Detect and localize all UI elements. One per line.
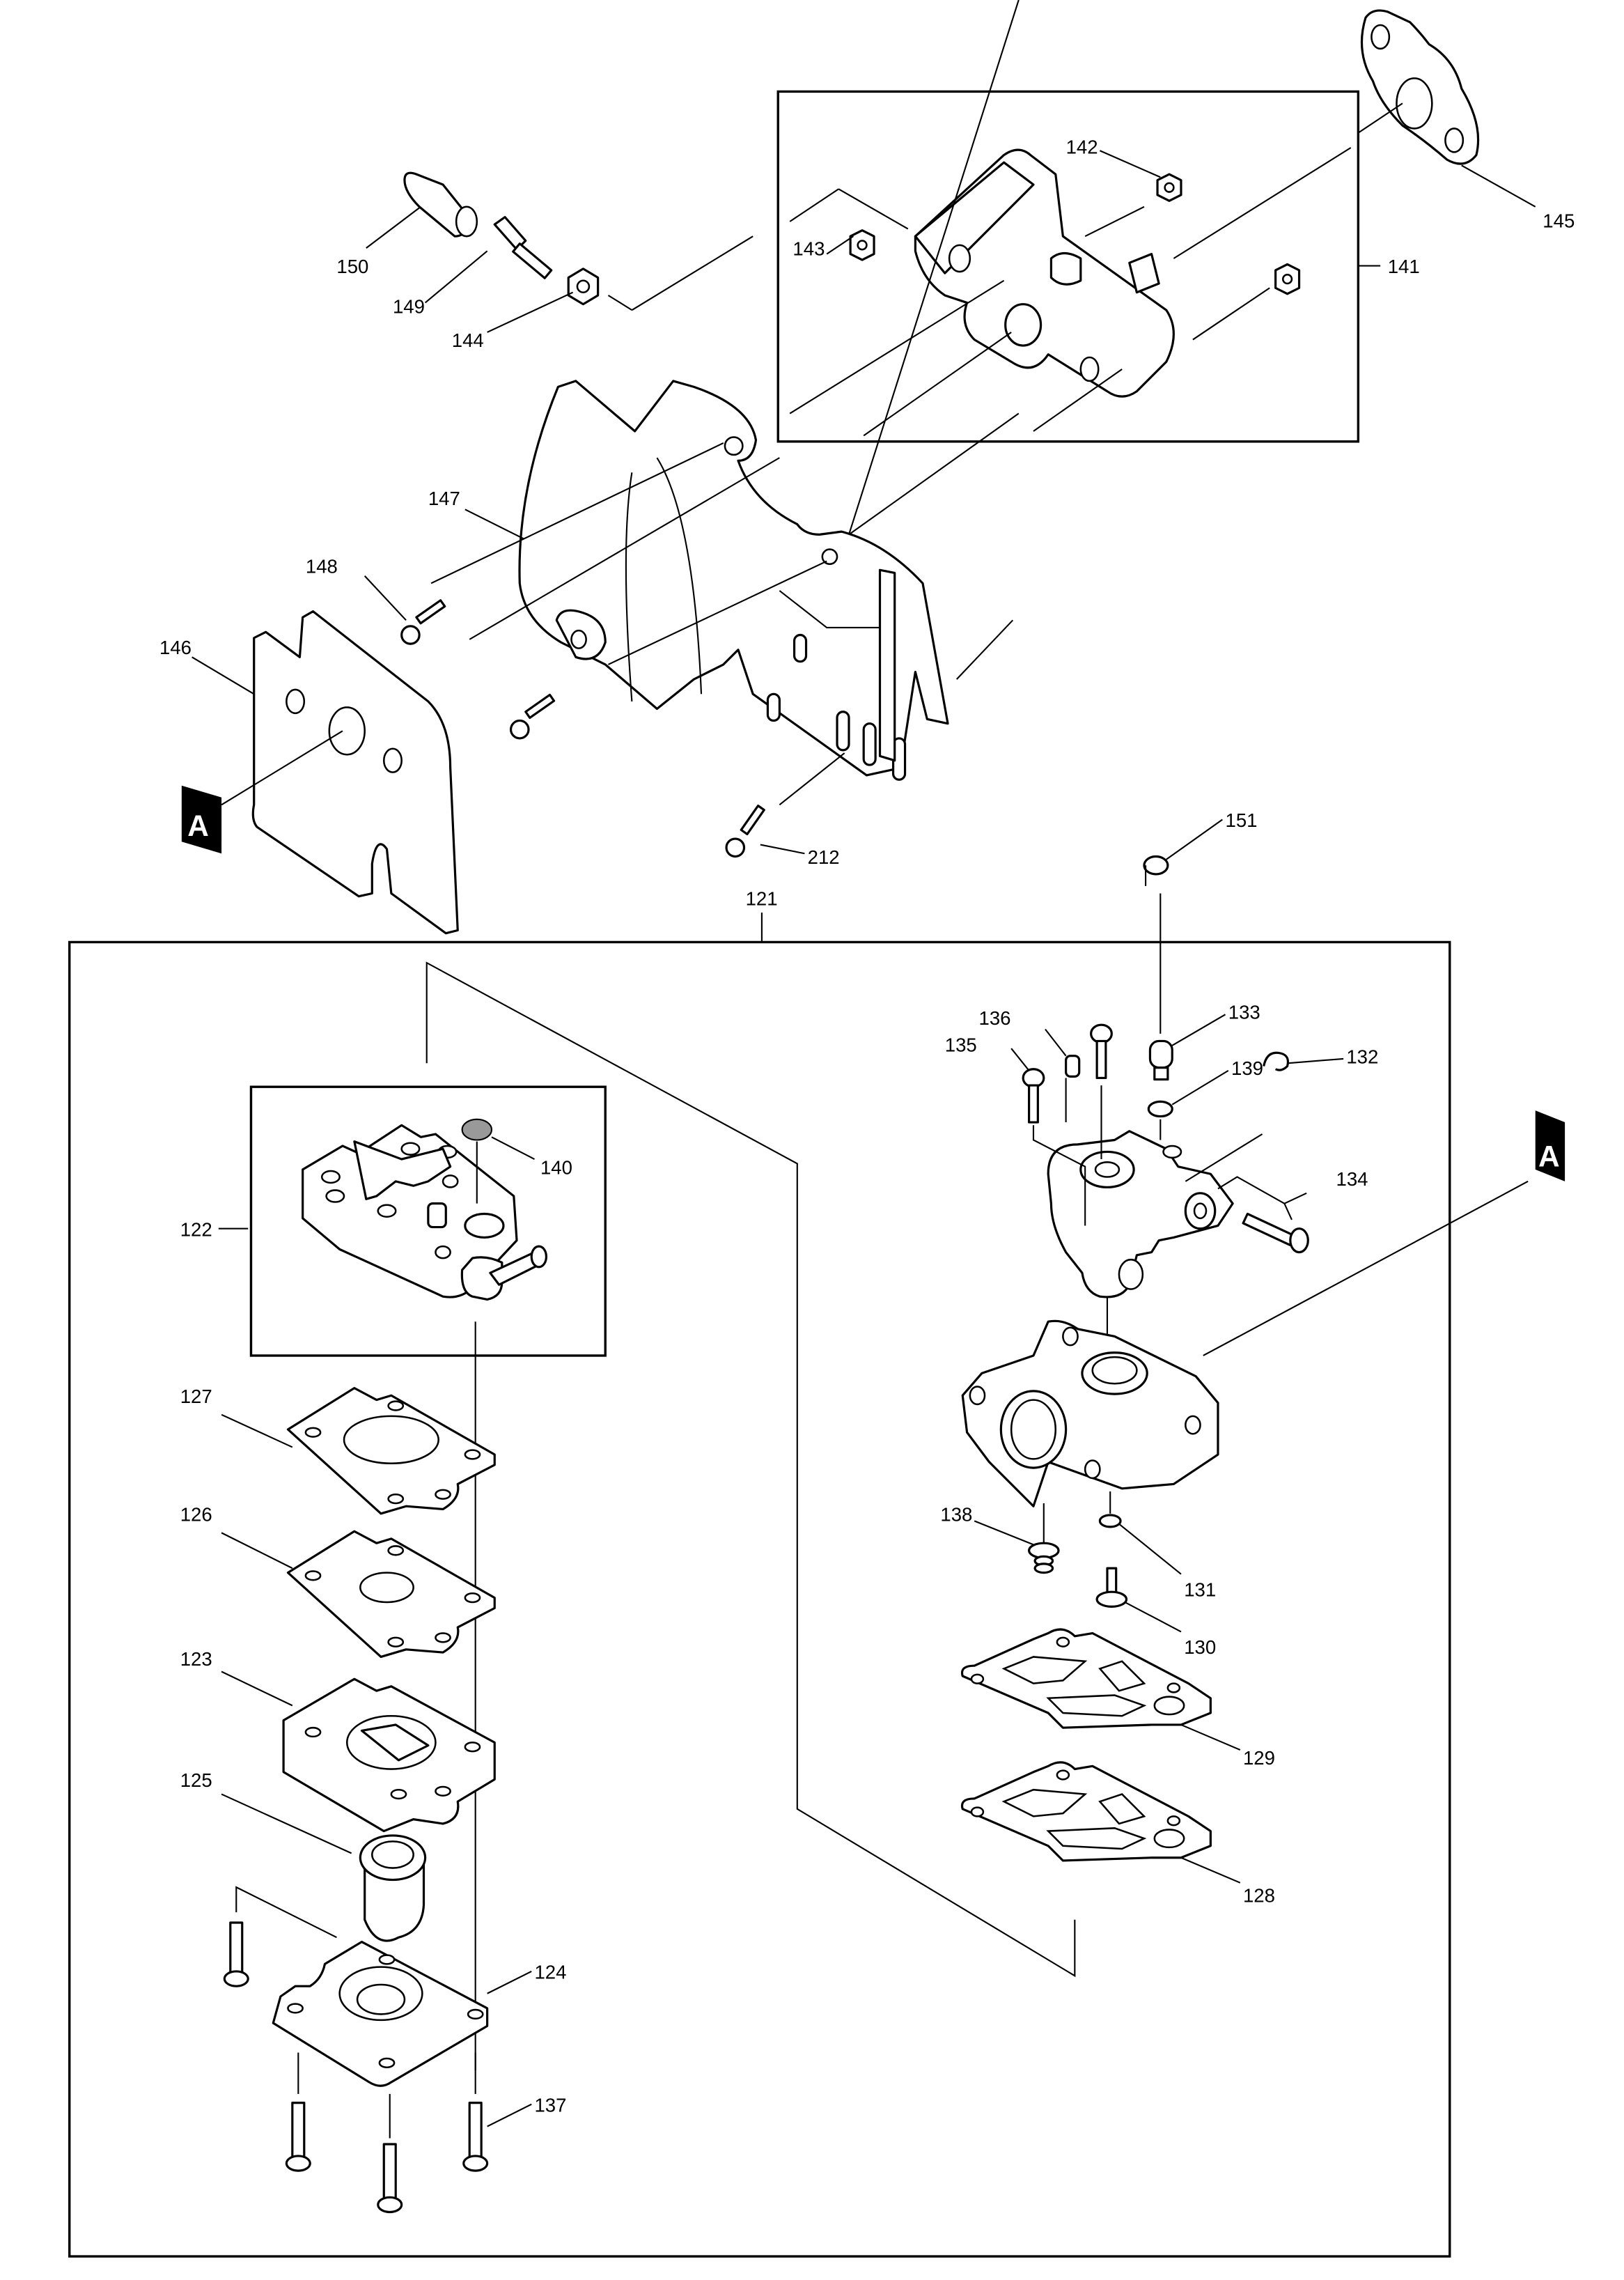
reference-marker-a-right: A <box>1535 1110 1566 1181</box>
label-146[interactable]: 146 <box>159 637 192 658</box>
svg-text:A: A <box>187 809 209 842</box>
gasket-145 <box>1360 9 1480 165</box>
nut-143 <box>849 229 875 261</box>
label-142[interactable]: 142 <box>1066 136 1098 157</box>
label-125[interactable]: 125 <box>180 1769 212 1791</box>
label-134[interactable]: 134 <box>1336 1168 1368 1190</box>
label-129[interactable]: 129 <box>1243 1747 1275 1769</box>
label-122[interactable]: 122 <box>180 1218 212 1240</box>
screw-148 <box>400 599 446 645</box>
assembly-box-122 <box>249 1085 607 1357</box>
label-128[interactable]: 128 <box>1243 1884 1275 1906</box>
screw <box>509 693 556 740</box>
inlet-needle-130 <box>1095 1567 1128 1608</box>
cap-150 <box>403 171 478 238</box>
o-ring-131 <box>1098 1514 1122 1528</box>
label-130[interactable]: 130 <box>1184 1636 1216 1658</box>
pump-body-122 <box>302 1124 548 1301</box>
label-135[interactable]: 135 <box>945 1034 977 1055</box>
nut-142 <box>1156 173 1182 202</box>
label-121[interactable]: 121 <box>746 887 778 909</box>
label-123[interactable]: 123 <box>180 1648 212 1670</box>
screw <box>1090 1023 1113 1080</box>
label-212[interactable]: 212 <box>808 846 840 868</box>
label-124[interactable]: 124 <box>534 1962 566 1983</box>
screw-137-middle <box>377 2143 403 2214</box>
insulator-146 <box>251 610 459 935</box>
screw-137-top <box>223 1921 249 1987</box>
assembly-box-121 <box>68 940 1451 2258</box>
label-140[interactable]: 140 <box>540 1156 572 1178</box>
label-150[interactable]: 150 <box>336 256 368 277</box>
pump-cover-123 <box>282 1677 496 1833</box>
label-147[interactable]: 147 <box>428 488 460 509</box>
heat-shield-147 <box>518 380 949 781</box>
label-148[interactable]: 148 <box>306 555 338 577</box>
label-126[interactable]: 126 <box>180 1503 212 1525</box>
screw-134 <box>1242 1212 1309 1254</box>
screw-135 <box>1022 1068 1045 1124</box>
screw-137-left <box>285 2102 311 2172</box>
carburetor-body <box>961 1319 1219 1507</box>
plug-136 <box>1065 1055 1081 1078</box>
label-151[interactable]: 151 <box>1226 809 1258 831</box>
washer-139 <box>1147 1100 1173 1118</box>
label-145[interactable]: 145 <box>1543 210 1575 231</box>
label-143[interactable]: 143 <box>793 238 825 260</box>
nut <box>1274 263 1301 295</box>
svg-text:A: A <box>1538 1140 1560 1173</box>
label-137[interactable]: 137 <box>534 2094 566 2116</box>
gasket-127 <box>286 1387 496 1515</box>
reference-marker-a-left: A <box>181 785 222 854</box>
e-clip-132 <box>1263 1051 1289 1071</box>
label-138[interactable]: 138 <box>940 1503 972 1525</box>
label-149[interactable]: 149 <box>393 295 425 317</box>
adjuster-149 <box>493 216 553 279</box>
diaphragm-126 <box>286 1530 496 1659</box>
throttle-valve-body <box>1047 1130 1234 1298</box>
label-132[interactable]: 132 <box>1346 1046 1378 1067</box>
gasket-129 <box>960 1628 1212 1729</box>
check-valve-138 <box>1028 1542 1060 1574</box>
screw-212 <box>725 805 765 858</box>
label-131[interactable]: 131 <box>1184 1579 1216 1601</box>
label-141[interactable]: 141 <box>1388 256 1420 277</box>
clip-151 <box>1143 855 1169 886</box>
label-144[interactable]: 144 <box>452 329 484 351</box>
nut-144 <box>567 267 600 306</box>
label-133[interactable]: 133 <box>1228 1002 1260 1023</box>
intake-manifold <box>914 148 1175 398</box>
label-136[interactable]: 136 <box>979 1007 1011 1029</box>
primer-bulb-125 <box>359 1834 427 1942</box>
retainer-124 <box>272 1940 489 2087</box>
label-139[interactable]: 139 <box>1231 1057 1263 1079</box>
label-127[interactable]: 127 <box>180 1386 212 1407</box>
screw-137-right <box>462 2102 489 2172</box>
idle-screw-133 <box>1148 1039 1173 1081</box>
filter-screen-140 <box>461 1118 493 1141</box>
diaphragm-128 <box>960 1761 1212 1862</box>
